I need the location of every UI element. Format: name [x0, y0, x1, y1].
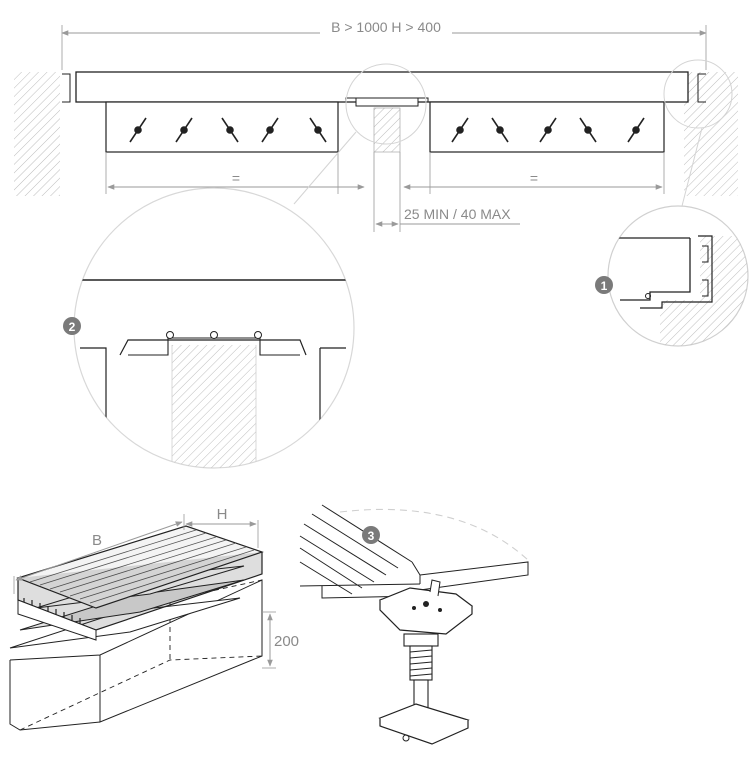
- louvers-left: [129, 117, 327, 143]
- wall-right: [684, 72, 738, 196]
- grille-left: [105, 101, 339, 153]
- callout-3-badge: [362, 526, 380, 544]
- wall-left: [14, 72, 60, 196]
- isometric-unit: B H 200: [9, 506, 299, 731]
- detail-3: 3: [299, 504, 529, 745]
- width-dimension-line: [15, 521, 183, 581]
- callout-1-badge: [595, 276, 613, 294]
- depth-dimension-label: 200: [274, 633, 299, 650]
- callout-1-label: 1: [601, 279, 608, 293]
- center-support: [373, 107, 401, 153]
- cover-plate: [75, 71, 689, 103]
- height-dimension-label: H: [217, 506, 228, 523]
- detail-2: 2: [63, 187, 355, 469]
- gap-dimension-label: 25 MIN / 40 MAX: [404, 206, 511, 222]
- callout-2-label: 2: [69, 320, 76, 334]
- equal-label-left: =: [232, 170, 240, 186]
- callout-2-badge: [63, 317, 81, 335]
- detail-marker-center: [345, 63, 427, 145]
- detail-1: 1: [595, 205, 749, 347]
- equal-label-right: =: [530, 170, 538, 186]
- callout-3-label: 3: [368, 529, 375, 543]
- louvers-right: [451, 117, 645, 143]
- width-dimension-label: B: [92, 532, 102, 549]
- section-view: B > 1000 H > 400: [14, 18, 738, 232]
- detail-marker-right: [663, 59, 733, 129]
- overall-dimension-label: B > 1000 H > 400: [331, 19, 441, 35]
